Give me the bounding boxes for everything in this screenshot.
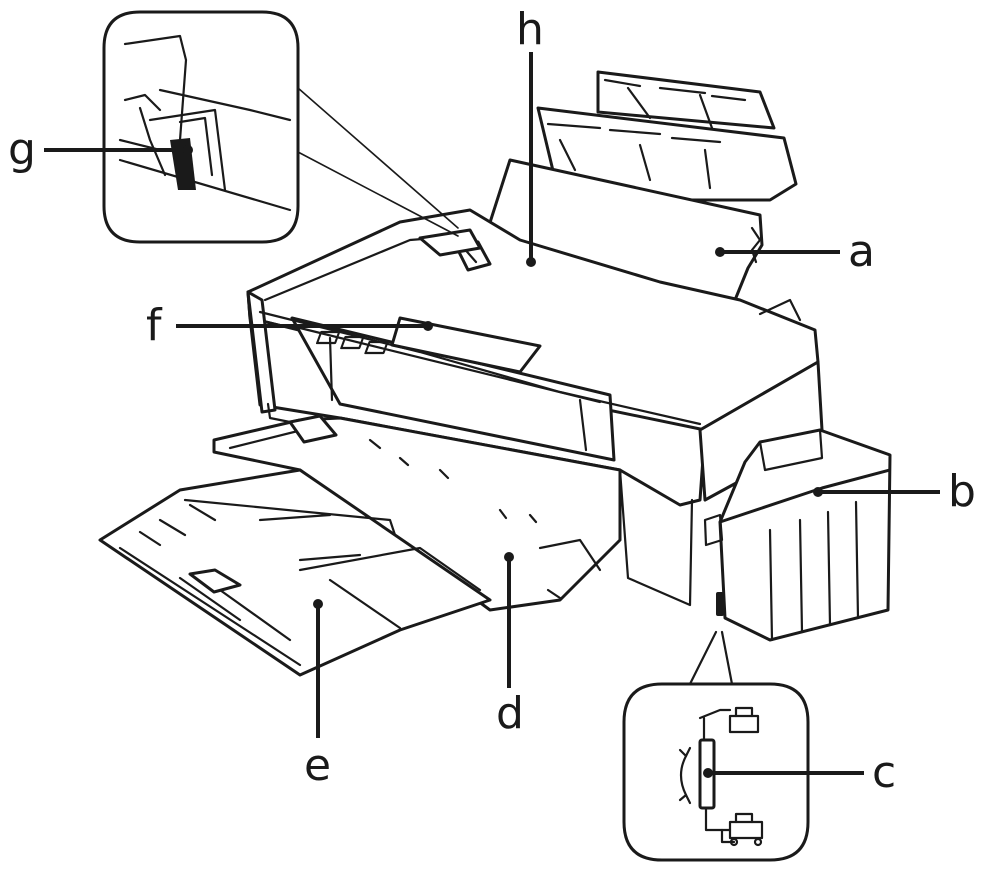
- callout-label-e: e: [304, 740, 331, 791]
- callout-label-h: h: [516, 4, 544, 55]
- callout-label-c: c: [872, 747, 896, 798]
- callout-label-g: g: [8, 124, 36, 175]
- callout-label-f: f: [146, 300, 163, 351]
- inset-edge-guide: [104, 12, 458, 242]
- callout-label-a: a: [848, 226, 875, 277]
- callout-label-d: d: [496, 688, 524, 739]
- inset-transport-lock: [624, 632, 808, 860]
- callout-label-b: b: [948, 466, 976, 517]
